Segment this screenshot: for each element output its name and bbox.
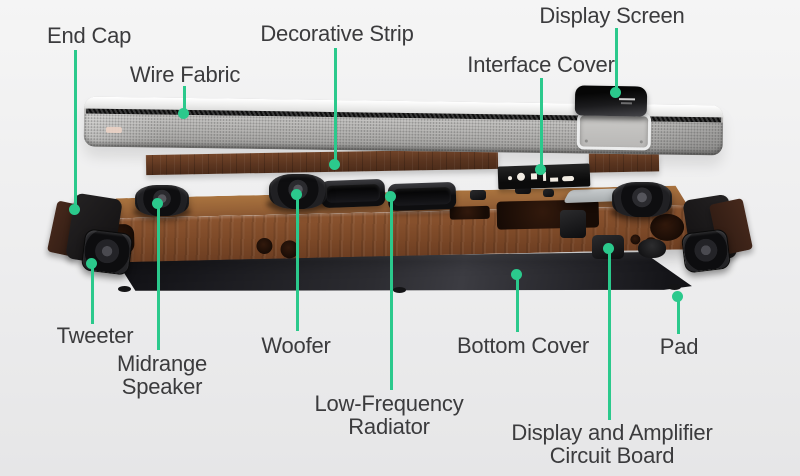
dot-wire-fabric (178, 108, 189, 119)
dot-end-cap (69, 204, 80, 215)
screw-dot-right (639, 140, 643, 144)
display-text-line-1 (619, 98, 636, 101)
chassis-component-2 (543, 189, 554, 197)
woofer-part-right (612, 182, 672, 217)
dot-display-screen (610, 87, 621, 98)
brand-badge (105, 126, 122, 134)
leader-low-frequency-radiator (390, 201, 393, 390)
leader-end-cap (74, 50, 77, 207)
tweeter-part-right (680, 228, 732, 274)
display-text-line-2 (620, 102, 632, 105)
connector-knob (638, 239, 666, 258)
dot-tweeter (86, 258, 97, 269)
pad-part-middle (393, 287, 406, 293)
leader-decorative-strip (334, 48, 337, 160)
label-display-screen: Display Screen (539, 3, 685, 28)
port-dot (507, 176, 513, 181)
leader-wire-fabric (183, 86, 186, 110)
dot-interface-cover (535, 164, 546, 175)
label-display-amplifier-circuit-board: Display and Amplifier Circuit Board (511, 420, 713, 468)
label-woofer: Woofer (261, 333, 331, 358)
label-pad: Pad (659, 334, 699, 359)
decorative-strip-part-right (588, 152, 660, 173)
display-cutout-frame (576, 112, 652, 151)
dot-decorative-strip (329, 159, 340, 170)
port-square (530, 173, 538, 180)
bracket-component (560, 210, 586, 238)
screw-dot-left (584, 139, 588, 143)
label-interface-cover: Interface Cover (467, 52, 615, 77)
port-oval (562, 175, 575, 182)
label-tweeter: Tweeter (56, 323, 134, 348)
label-bottom-cover: Bottom Cover (456, 333, 590, 358)
dot-low-frequency-radiator (385, 191, 396, 202)
label-midrange-speaker: Midrange Speaker (116, 351, 208, 399)
label-low-frequency-radiator: Low-Frequency Radiator (314, 391, 464, 439)
chassis-component-3 (470, 190, 486, 200)
port-rect (550, 177, 559, 182)
radiator-membrane-2 (392, 186, 452, 207)
leader-woofer (296, 199, 299, 331)
dot-woofer (291, 189, 302, 200)
leader-display-screen (615, 28, 618, 89)
chassis-slot-1 (449, 205, 490, 220)
pad-part-right (668, 284, 681, 290)
label-end-cap: End Cap (47, 23, 132, 48)
leader-bottom-cover (516, 279, 519, 332)
dot-circuit-board (603, 243, 614, 254)
leader-interface-cover (540, 78, 543, 166)
leader-pad (677, 301, 680, 334)
pad-part-left (118, 286, 131, 292)
label-wire-fabric: Wire Fabric (129, 62, 241, 87)
leader-circuit-board (608, 253, 611, 420)
radiator-membrane-1 (325, 184, 381, 203)
label-decorative-strip: Decorative Strip (260, 21, 414, 46)
dot-pad (672, 291, 683, 302)
low-frequency-radiator-part-1 (320, 178, 386, 209)
dot-bottom-cover (511, 269, 522, 280)
dot-midrange-speaker (152, 198, 163, 209)
leader-tweeter (91, 268, 94, 324)
decorative-strip-part-left (145, 148, 499, 176)
low-frequency-radiator-part-2 (387, 181, 457, 212)
port-round (516, 172, 526, 181)
leader-midrange-speaker (157, 208, 160, 350)
